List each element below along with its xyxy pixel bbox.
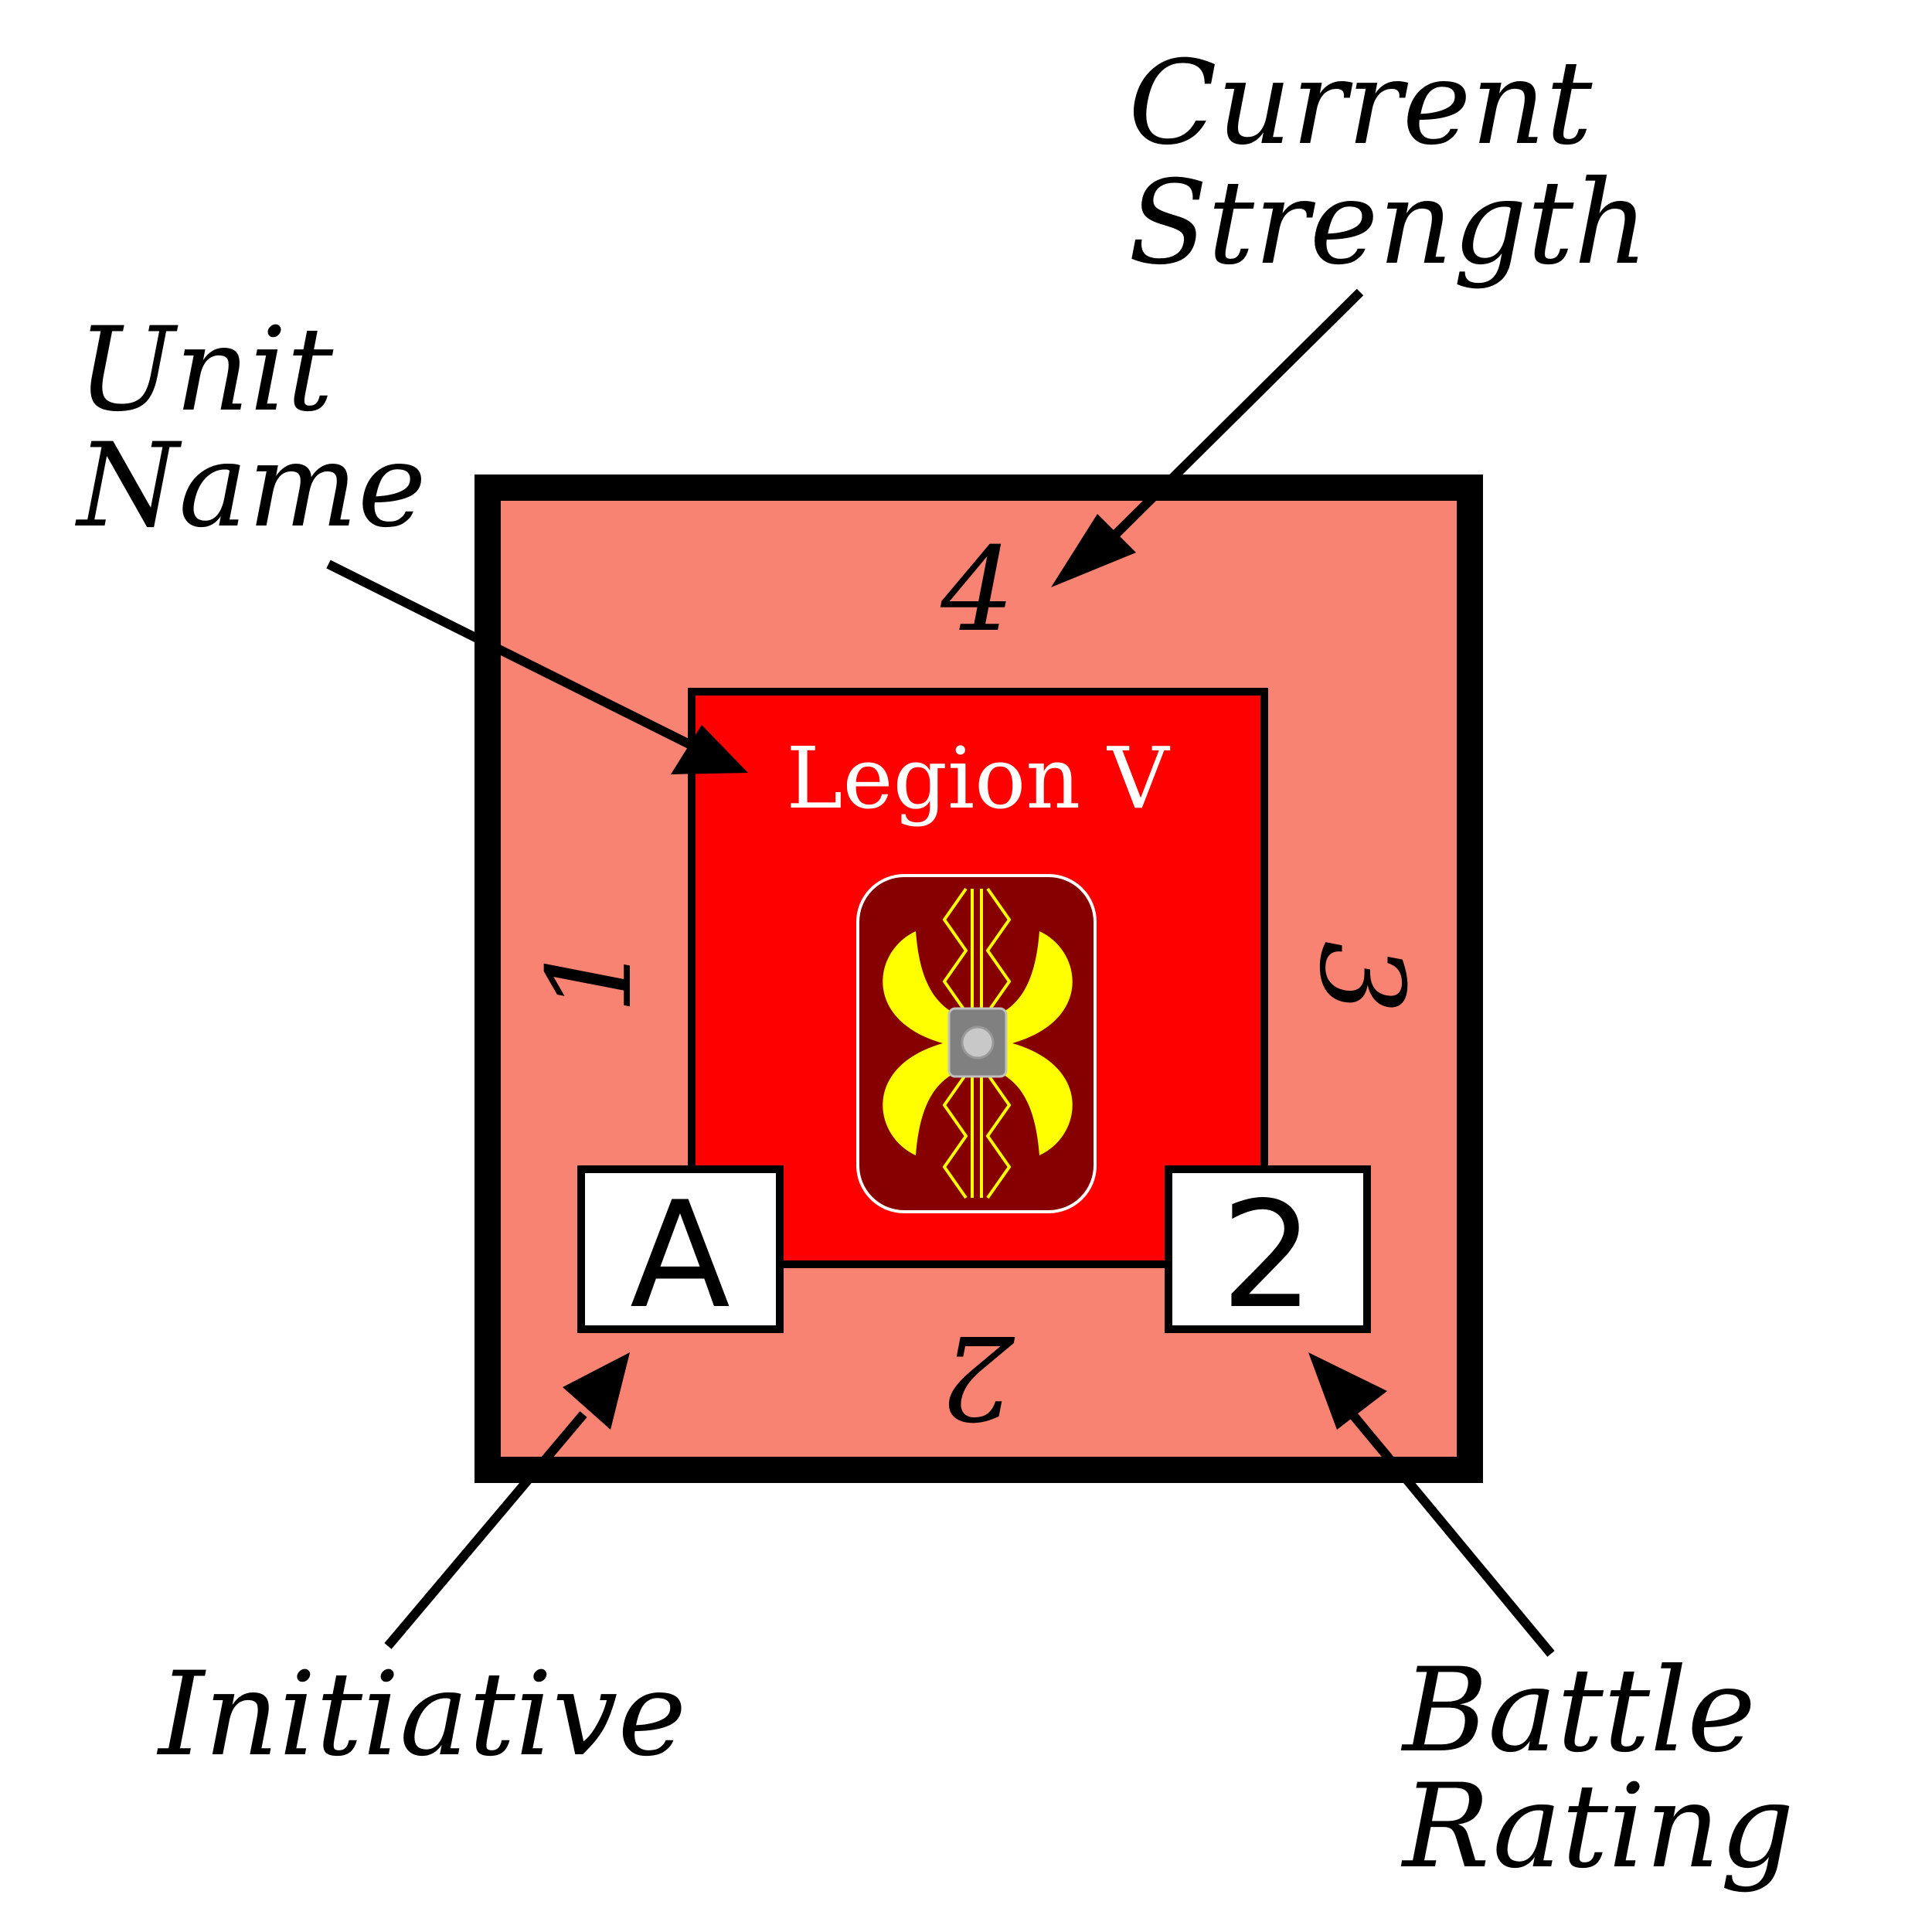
scutum-shield-icon xyxy=(856,874,1097,1213)
unit-name-text: Legion V xyxy=(786,729,1171,828)
arrow-unit-name xyxy=(326,560,748,774)
battle-rating-line-2: Rating xyxy=(1400,1760,1794,1894)
arrow-current-strength xyxy=(1051,288,1364,587)
unit-name-line-1: Unit xyxy=(77,303,334,437)
battle-rating-value: 2 xyxy=(1221,1170,1315,1341)
battle-rating-box xyxy=(1165,1165,1371,1333)
unit-name-line-2: Name xyxy=(75,419,427,553)
arrow-initiative xyxy=(384,1352,630,1649)
strength-bottom: 2 xyxy=(940,1309,1015,1444)
strength-top: 4 xyxy=(940,523,1014,658)
unit-name-label: Unit Name xyxy=(75,303,427,553)
current-strength-label: Current Strength xyxy=(1128,36,1648,291)
initiative-label: Initiative xyxy=(156,1648,686,1782)
strength-left: 1 xyxy=(523,940,658,1014)
current-strength-line-1: Current xyxy=(1128,36,1593,171)
initiative-value: A xyxy=(630,1170,730,1341)
current-strength-line-2: Strength xyxy=(1128,156,1648,291)
arrow-battle-rating xyxy=(1308,1352,1555,1657)
battle-rating-label: Battle Rating xyxy=(1400,1644,1794,1894)
battle-rating-line-1: Battle xyxy=(1400,1644,1756,1778)
initiative-box xyxy=(577,1165,784,1333)
strength-right: 3 xyxy=(1294,940,1428,1014)
